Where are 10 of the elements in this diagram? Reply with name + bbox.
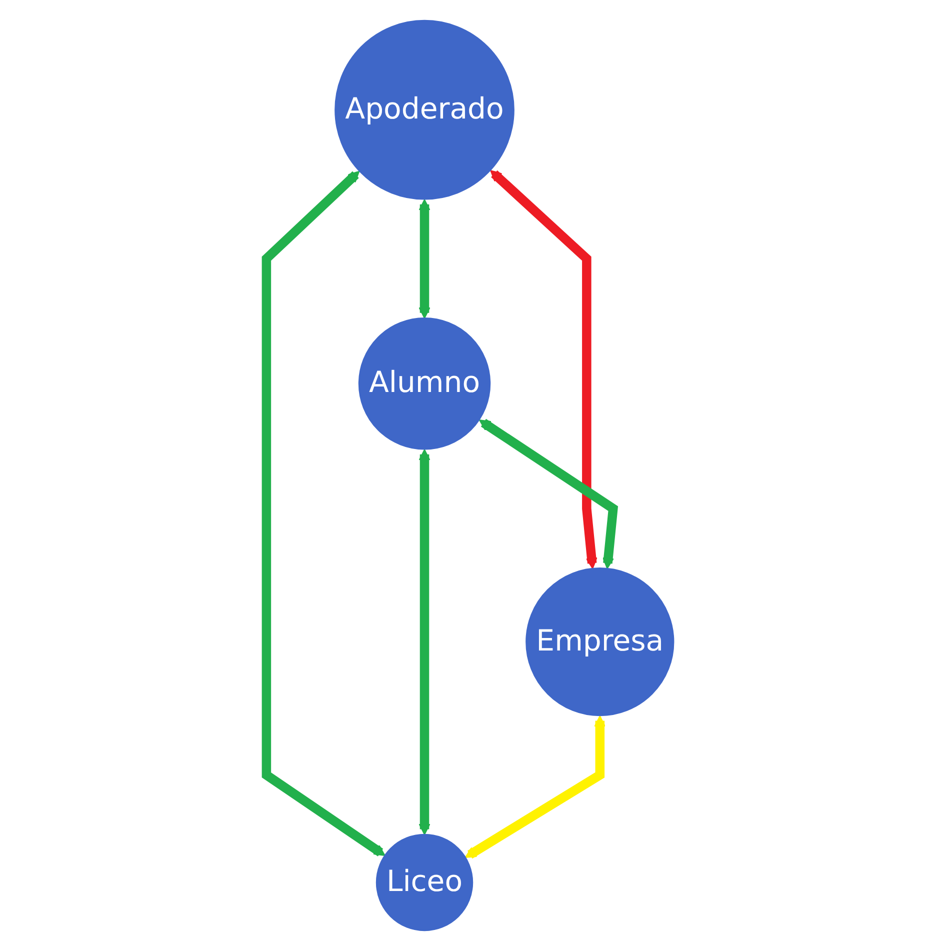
arrow <box>262 170 386 856</box>
arrow <box>478 418 618 570</box>
node-circle: Alumno <box>358 318 491 450</box>
arrow <box>490 170 598 570</box>
node-circle: Liceo <box>376 834 474 932</box>
arrow <box>464 715 606 859</box>
node-circle: Empresa <box>526 568 674 716</box>
arrow <box>418 199 430 319</box>
arrow <box>418 449 430 836</box>
node-circle: Apoderado <box>334 20 514 200</box>
